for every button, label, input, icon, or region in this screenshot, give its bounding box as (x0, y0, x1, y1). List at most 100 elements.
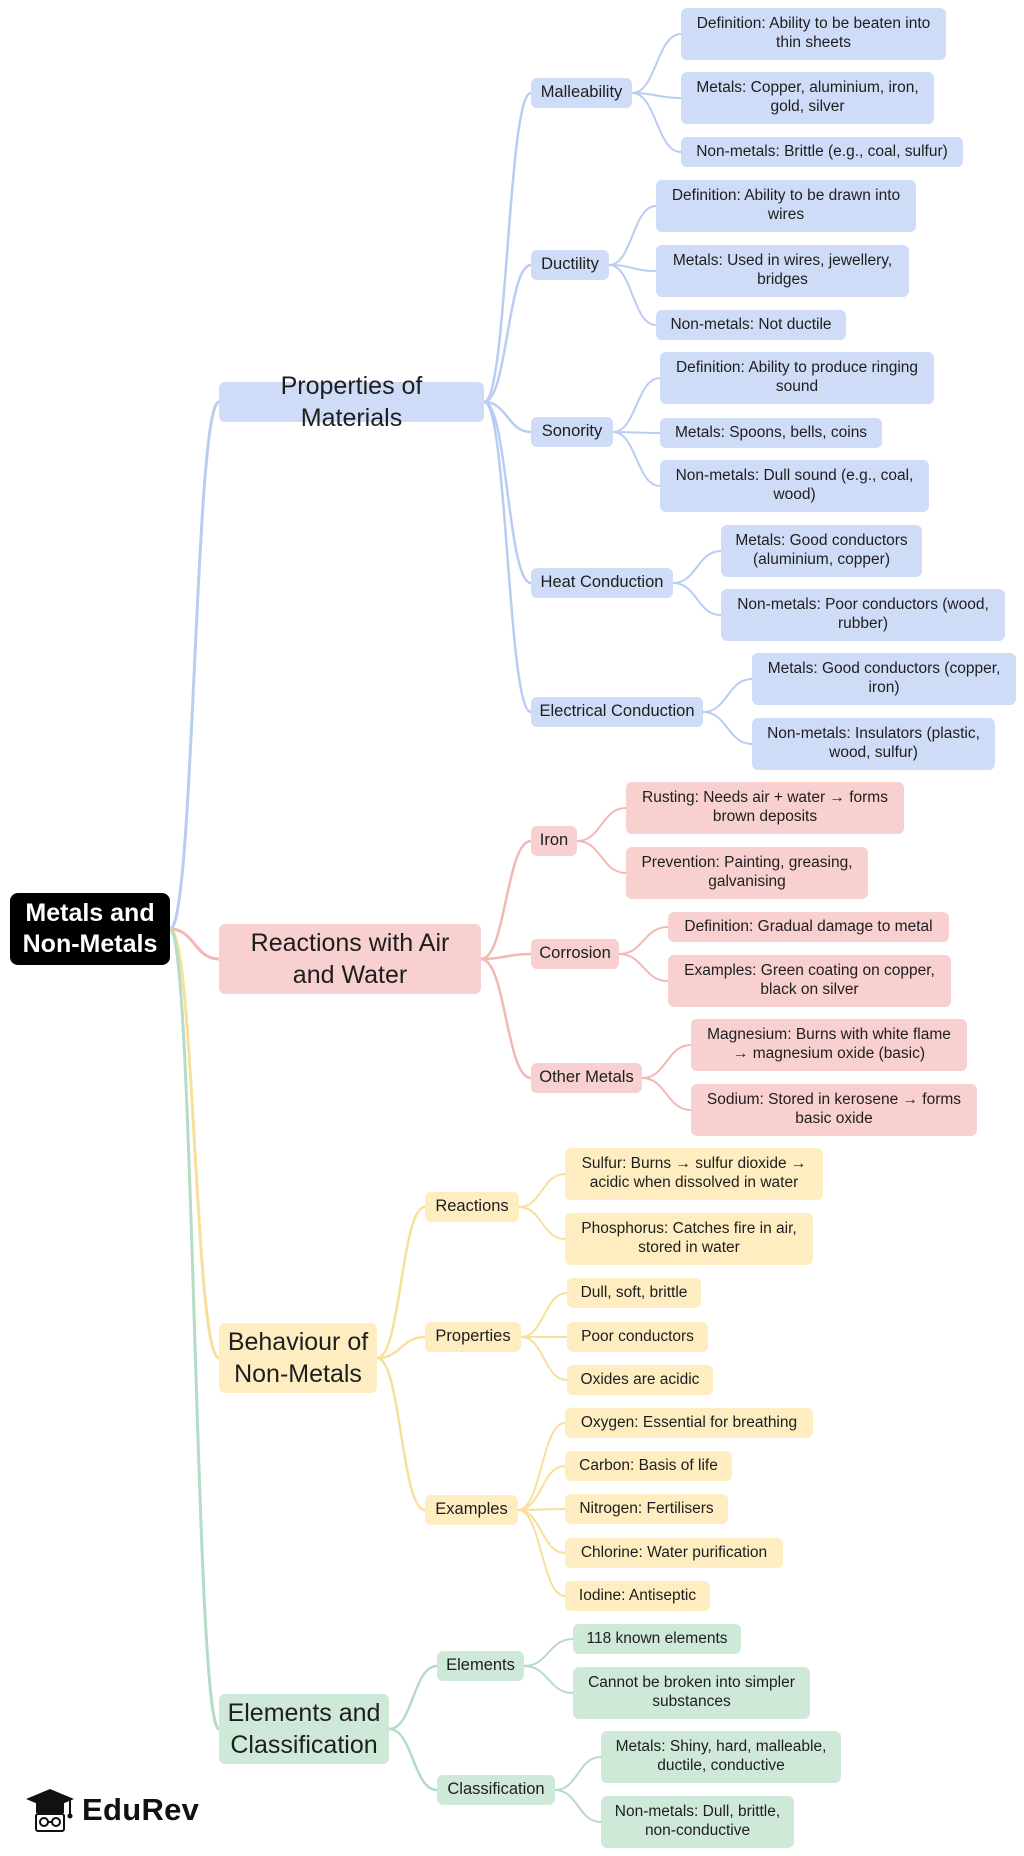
connector-heat-conduction-node (483, 400, 532, 585)
nm-oxides: Oxides are acidic (567, 1365, 713, 1395)
root-node: Metals and Non-Metals (10, 893, 170, 965)
connector-malleability-nonmetals (631, 92, 682, 153)
elements-known: 118 known elements (573, 1624, 741, 1654)
connector-reactions-node (169, 927, 220, 961)
connector-iron-rusting (576, 807, 627, 842)
malleability-nonmetals: Non-metals: Brittle (e.g., coal, sulfur) (681, 137, 963, 167)
ductility-nonmetals: Non-metals: Not ductile (656, 310, 846, 340)
connector-nm-carbon (517, 1465, 566, 1511)
connector-iron-node (480, 839, 532, 961)
edurev-logo: EduRev (24, 1783, 199, 1837)
other-metals-node: Other Metals (531, 1063, 642, 1093)
sonority-definition: Definition: Ability to produce ringing s… (660, 352, 934, 404)
classification-node: Classification (437, 1775, 555, 1805)
connector-other-metals-node (480, 957, 532, 1080)
logo-text: EduRev (82, 1792, 200, 1827)
connector-classification-metals (554, 1756, 602, 1791)
nm-sulfur: Sulfur: Burns → sulfur dioxide → acidic … (565, 1148, 823, 1200)
other-sodium: Sodium: Stored in kerosene → forms basic… (691, 1084, 977, 1136)
connector-elements-cannot (523, 1665, 574, 1694)
nm-phosphorus: Phosphorus: Catches fire in air, stored … (565, 1213, 813, 1265)
connector-iron-prevention (576, 840, 627, 874)
connector-ductility-nonmetals (608, 264, 657, 326)
properties-of-materials-node: Properties of Materials (219, 372, 484, 432)
nm-oxygen: Oxygen: Essential for breathing (565, 1408, 813, 1438)
connector-nm-oxygen (517, 1422, 566, 1511)
connector-corrosion-definition (618, 926, 669, 955)
connector-nm-examples-node (376, 1356, 426, 1512)
connector-nm-iodine (517, 1509, 566, 1597)
connector-electrical-nonmetals (702, 711, 753, 745)
ductility-node: Ductility (531, 250, 609, 280)
connector-corrosion-examples (618, 953, 669, 982)
corrosion-node: Corrosion (531, 939, 619, 969)
classification-nonmetals: Non-metals: Dull, brittle, non-conductiv… (601, 1796, 794, 1848)
elements-node: Elements (437, 1651, 524, 1681)
electrical-conduction-node: Electrical Conduction (531, 697, 703, 727)
corrosion-definition: Definition: Gradual damage to metal (668, 912, 949, 942)
nm-carbon: Carbon: Basis of life (565, 1451, 732, 1481)
nm-properties-node: Properties (425, 1322, 521, 1352)
connector-ductility-definition (608, 205, 657, 266)
heat-conduction-node: Heat Conduction (531, 568, 673, 598)
connector-ductility-node (483, 263, 532, 404)
nm-nitrogen: Nitrogen: Fertilisers (565, 1494, 728, 1524)
connector-malleability-node (483, 91, 532, 404)
malleability-node: Malleability (531, 78, 632, 108)
connector-classification-nonmetals (554, 1789, 602, 1823)
connector-electrical-metals (702, 678, 753, 713)
sonority-metals: Metals: Spoons, bells, coins (660, 418, 882, 448)
connector-nm-reactions-node (376, 1205, 426, 1360)
connector-nm-dull (520, 1292, 568, 1338)
connector-nm-oxides (520, 1336, 568, 1381)
connector-classification-node (388, 1727, 438, 1792)
connector-nm-chlorine (517, 1509, 566, 1554)
iron-prevention: Prevention: Painting, greasing, galvanis… (626, 847, 868, 899)
connector-other-magnesium (641, 1044, 692, 1079)
connector-heat-nonmetals (672, 582, 722, 616)
electrical-nonmetals: Non-metals: Insulators (plastic, wood, s… (752, 718, 995, 770)
connector-malleability-definition (631, 33, 682, 94)
ductility-metals: Metals: Used in wires, jewellery, bridge… (656, 245, 909, 297)
connector-nm-phosphorus (518, 1206, 566, 1240)
connector-elements-known (523, 1638, 574, 1667)
connector-heat-metals (672, 550, 722, 584)
connector-nm-sulfur (518, 1173, 566, 1208)
other-magnesium: Magnesium: Burns with white flame → magn… (691, 1019, 967, 1071)
graduation-cap-icon (26, 1789, 74, 1832)
iron-node: Iron (531, 826, 577, 856)
reactions-node: Reactions with Air and Water (219, 924, 481, 994)
connector-nm-properties-node (376, 1335, 426, 1360)
corrosion-examples: Examples: Green coating on copper, black… (668, 955, 951, 1007)
nm-poor: Poor conductors (567, 1322, 708, 1352)
ductility-definition: Definition: Ability to be drawn into wir… (656, 180, 916, 232)
connector-sonority-nonmetals (612, 431, 661, 487)
connector-properties-of-materials-node (168, 400, 221, 931)
nm-iodine: Iodine: Antiseptic (565, 1581, 710, 1611)
malleability-metals: Metals: Copper, aluminium, iron, gold, s… (681, 72, 934, 124)
nm-dull: Dull, soft, brittle (567, 1278, 701, 1308)
elements-classification-node: Elements and Classification (219, 1694, 389, 1764)
nm-examples-node: Examples (425, 1495, 518, 1525)
iron-rusting: Rusting: Needs air + water → forms brown… (626, 782, 904, 834)
connector-elements-classification-node (168, 927, 221, 1731)
classification-metals: Metals: Shiny, hard, malleable, ductile,… (601, 1731, 841, 1783)
nm-chlorine: Chlorine: Water purification (565, 1538, 783, 1568)
behaviour-node: Behaviour of Non-Metals (219, 1323, 377, 1393)
nm-reactions-node: Reactions (425, 1192, 519, 1222)
connector-electrical-conduction-node (483, 400, 532, 714)
malleability-definition: Definition: Ability to be beaten into th… (681, 8, 946, 60)
electrical-metals: Metals: Good conductors (copper, iron) (752, 653, 1016, 705)
connector-nm-nitrogen (517, 1508, 566, 1511)
connector-sonority-node (483, 400, 532, 434)
connector-sonority-definition (612, 377, 661, 433)
heat-nonmetals: Non-metals: Poor conductors (wood, rubbe… (721, 589, 1005, 641)
elements-cannot: Cannot be broken into simpler substances (573, 1667, 810, 1719)
connector-other-sodium (641, 1077, 692, 1111)
connector-behaviour-node (168, 927, 221, 1360)
heat-metals: Metals: Good conductors (aluminium, copp… (721, 525, 922, 577)
sonority-node: Sonority (531, 417, 613, 447)
connector-corrosion-node (480, 952, 532, 961)
connector-elements-node (388, 1664, 438, 1731)
